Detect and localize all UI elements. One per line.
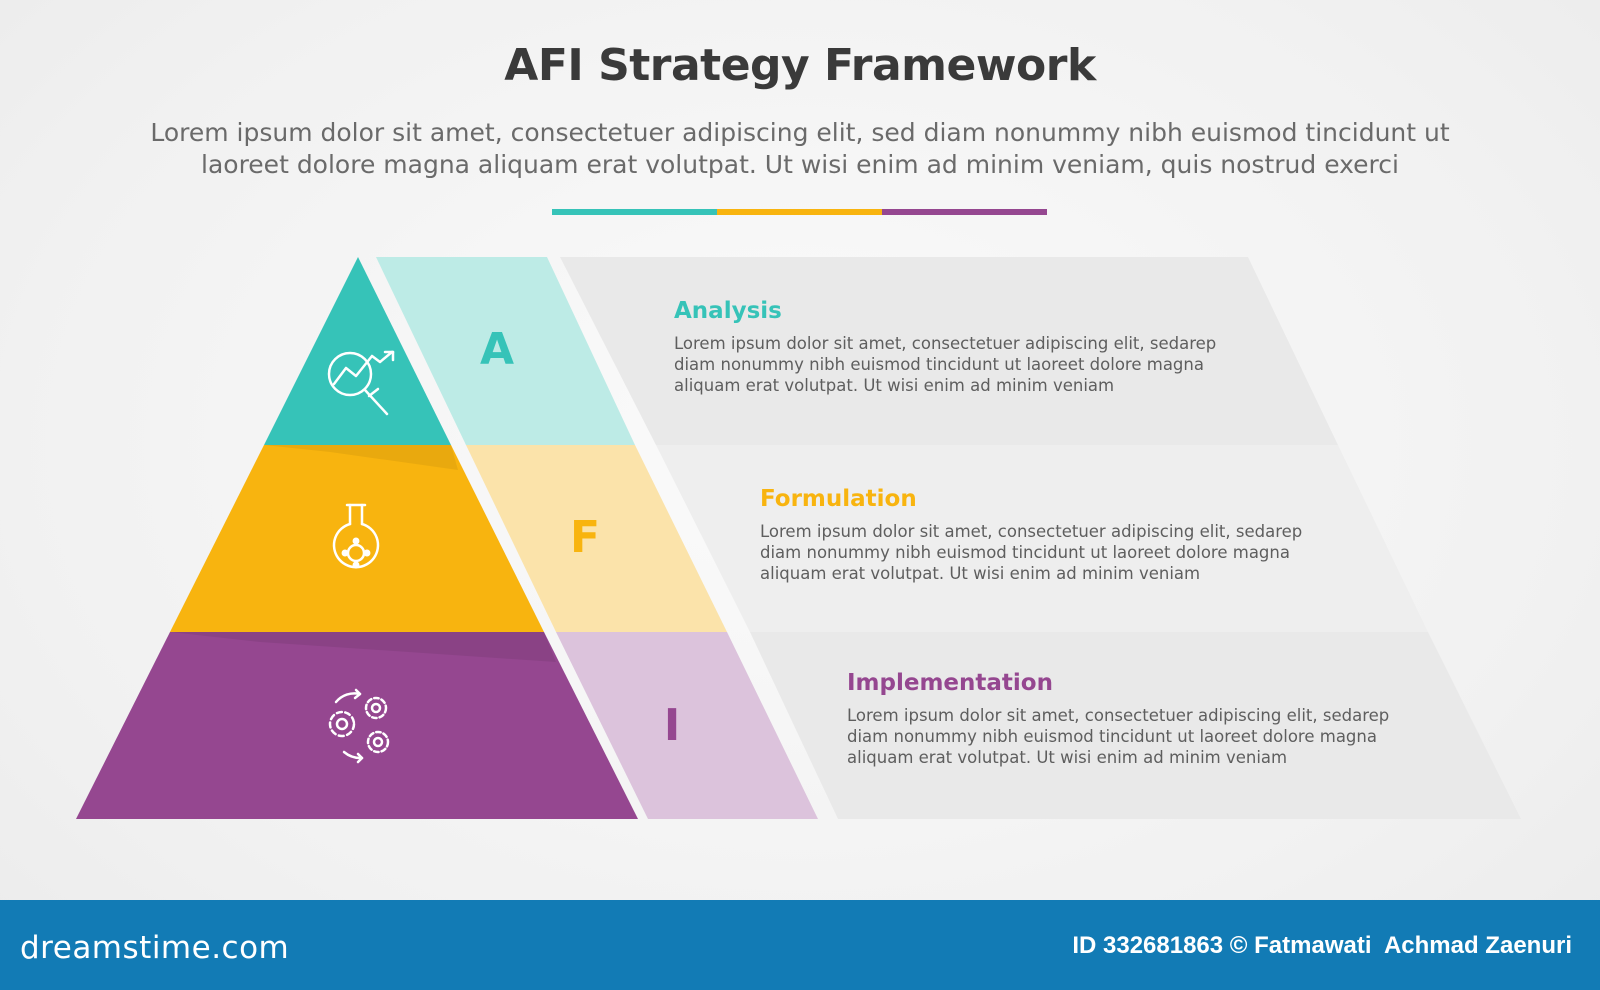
letter-band-i	[556, 632, 818, 819]
desc-line: diam nonummy nibh euismod tincidunt ut l…	[674, 355, 1204, 374]
desc-line: aliquam erat volutpat. Ut wisi enim ad m…	[674, 376, 1115, 395]
letter-a: A	[480, 324, 514, 375]
pyramid-layer-implementation	[76, 632, 638, 819]
divider-teal	[552, 209, 717, 215]
subtitle-line: laoreet dolore magna aliquam erat volutp…	[201, 150, 1399, 179]
flask-icon	[332, 503, 380, 569]
layer-shade	[170, 632, 556, 662]
desc-line: Lorem ipsum dolor sit amet, consectetuer…	[674, 334, 1217, 353]
desc-line: Lorem ipsum dolor sit amet, consectetuer…	[760, 522, 1303, 541]
footer-brand[interactable]: dreamstime.com	[20, 930, 290, 966]
panel-analysis	[560, 257, 1338, 445]
letter-band-a	[376, 257, 635, 445]
divider-purple	[882, 209, 1047, 215]
desc-line: diam nonummy nibh euismod tincidunt ut l…	[760, 543, 1290, 562]
analysis-magnifier-chart-icon	[327, 350, 395, 416]
panel-implementation	[750, 632, 1521, 819]
letter-band-f	[466, 445, 727, 632]
step-desc-implementation: Lorem ipsum dolor sit amet, consectetuer…	[847, 705, 1389, 768]
layer-shade	[264, 445, 458, 470]
page-title: AFI Strategy Framework	[504, 40, 1096, 91]
letter-f: F	[570, 512, 600, 563]
pyramid-layer-analysis	[264, 257, 451, 445]
divider-yellow	[717, 209, 882, 215]
step-desc-formulation: Lorem ipsum dolor sit amet, consectetuer…	[760, 521, 1302, 584]
gears-icon	[328, 688, 390, 764]
desc-line: diam nonummy nibh euismod tincidunt ut l…	[847, 727, 1377, 746]
step-title-analysis: Analysis	[674, 298, 782, 324]
letter-i: I	[664, 700, 680, 751]
desc-line: aliquam erat volutpat. Ut wisi enim ad m…	[847, 748, 1288, 767]
footer-bar: dreamstime.com ID 332681863 © Fatmawati …	[0, 900, 1600, 990]
step-title-formulation: Formulation	[760, 486, 917, 512]
step-desc-analysis: Lorem ipsum dolor sit amet, consectetuer…	[674, 333, 1216, 396]
afi-pyramid-diagram: A F I	[76, 257, 1521, 819]
step-title-implementation: Implementation	[847, 670, 1053, 696]
footer-credit: ID 332681863 © Fatmawati Achmad Zaenuri	[1072, 932, 1572, 959]
subtitle-line: Lorem ipsum dolor sit amet, consectetuer…	[150, 118, 1450, 147]
page-subtitle: Lorem ipsum dolor sit amet, consectetuer…	[110, 117, 1490, 181]
panel-formulation	[656, 445, 1428, 632]
desc-line: Lorem ipsum dolor sit amet, consectetuer…	[847, 706, 1390, 725]
desc-line: aliquam erat volutpat. Ut wisi enim ad m…	[760, 564, 1201, 583]
